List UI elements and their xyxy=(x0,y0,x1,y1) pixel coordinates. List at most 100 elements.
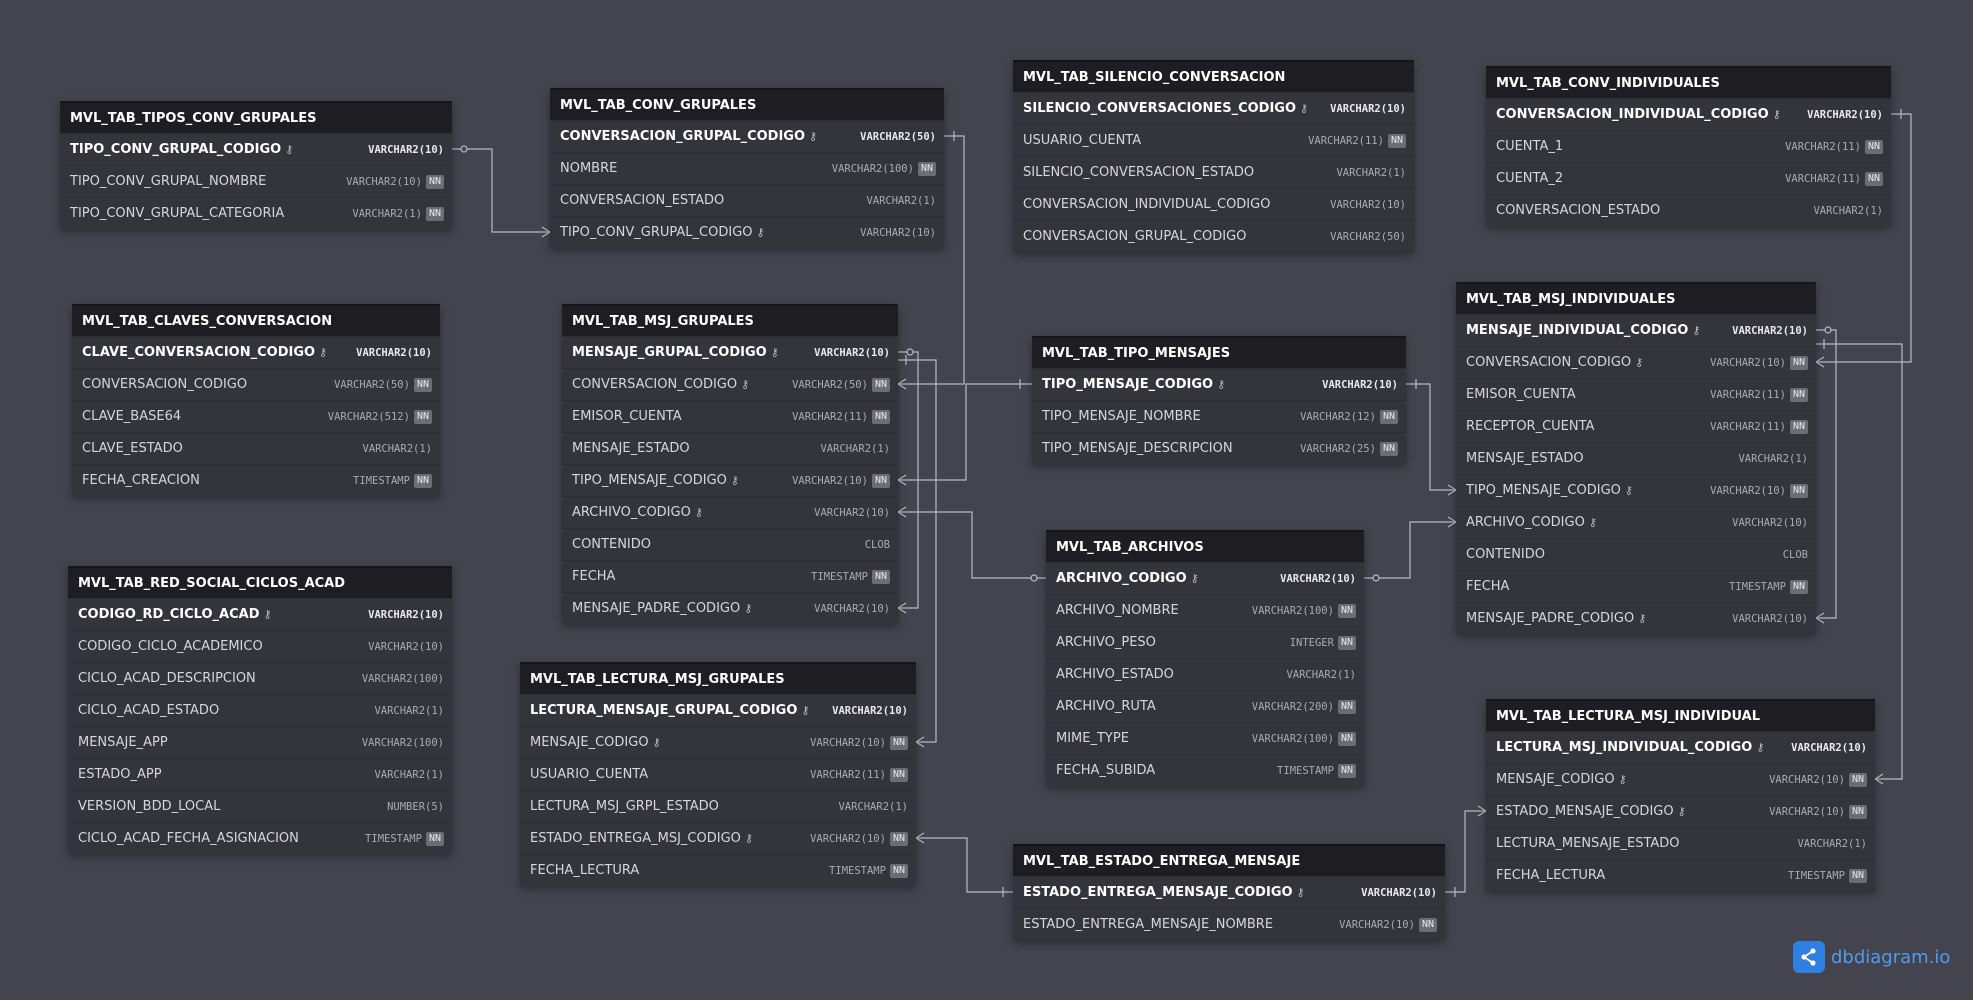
table-column-row[interactable]: ESTADO_ENTREGA_MENSAJE_CODIGO⚷VARCHAR2(1… xyxy=(1013,876,1445,908)
table-column-row[interactable]: LECTURA_MENSAJE_GRUPAL_CODIGO⚷VARCHAR2(1… xyxy=(520,694,916,726)
table-title[interactable]: MVL_TAB_LECTURA_MSJ_INDIVIDUAL xyxy=(1486,699,1875,731)
table-column-row[interactable]: SILENCIO_CONVERSACIONES_CODIGO⚷VARCHAR2(… xyxy=(1013,92,1414,124)
relation-line[interactable] xyxy=(1406,383,1456,491)
table-column-row[interactable]: ARCHIVO_CODIGO⚷VARCHAR2(10) xyxy=(562,496,898,528)
table-column-row[interactable]: CONVERSACION_INDIVIDUAL_CODIGO⚷VARCHAR2(… xyxy=(1486,98,1891,130)
table-column-row[interactable]: TIPO_CONV_GRUPAL_CODIGO⚷VARCHAR2(10) xyxy=(60,133,452,165)
table-title[interactable]: MVL_TAB_MSJ_GRUPALES xyxy=(562,304,898,336)
relation-line[interactable] xyxy=(1364,521,1456,579)
table-title[interactable]: MVL_TAB_CLAVES_CONVERSACION xyxy=(72,304,440,336)
table-column-row[interactable]: MENSAJE_GRUPAL_CODIGO⚷VARCHAR2(10) xyxy=(562,336,898,368)
table-title[interactable]: MVL_TAB_ESTADO_ENTREGA_MENSAJE xyxy=(1013,844,1445,876)
table-column-row[interactable]: ESTADO_MENSAJE_CODIGO⚷VARCHAR2(10)NN xyxy=(1486,795,1875,827)
table-column-row[interactable]: MENSAJE_INDIVIDUAL_CODIGO⚷VARCHAR2(10) xyxy=(1456,314,1816,346)
table-column-row[interactable]: MENSAJE_PADRE_CODIGO⚷VARCHAR2(10) xyxy=(562,592,898,624)
table-title[interactable]: MVL_TAB_TIPOS_CONV_GRUPALES xyxy=(60,101,452,133)
relation-line[interactable] xyxy=(452,148,550,233)
table-column-row[interactable]: MENSAJE_PADRE_CODIGO⚷VARCHAR2(10) xyxy=(1456,602,1816,634)
brand[interactable]: dbdiagram.io xyxy=(1793,941,1950,973)
table-column-row[interactable]: CONVERSACION_GRUPAL_CODIGO⚷VARCHAR2(50) xyxy=(550,120,944,152)
table-column-row[interactable]: TIPO_MENSAJE_CODIGO⚷VARCHAR2(10)NN xyxy=(1456,474,1816,506)
table-title[interactable]: MVL_TAB_RED_SOCIAL_CICLOS_ACAD xyxy=(68,566,452,598)
table-column-row[interactable]: TIPO_MENSAJE_CODIGO⚷VARCHAR2(10) xyxy=(1032,368,1406,400)
relation-line[interactable] xyxy=(916,837,1013,893)
table-column-row[interactable]: ARCHIVO_CODIGO⚷VARCHAR2(10) xyxy=(1456,506,1816,538)
table-column-row[interactable]: TIPO_CONV_GRUPAL_CODIGO⚷VARCHAR2(10) xyxy=(550,216,944,248)
relation-line[interactable] xyxy=(898,511,1046,579)
relation-line[interactable] xyxy=(1445,810,1486,893)
table-column-row[interactable]: CLAVE_CONVERSACION_CODIGO⚷VARCHAR2(10) xyxy=(72,336,440,368)
table-title[interactable]: MVL_TAB_CONV_GRUPALES xyxy=(550,88,944,120)
table-column-row[interactable]: ARCHIVO_CODIGO⚷VARCHAR2(10) xyxy=(1046,562,1364,594)
table-column-row[interactable]: TIPO_MENSAJE_CODIGO⚷VARCHAR2(10)NN xyxy=(562,464,898,496)
table-column-row[interactable]: MENSAJE_CODIGO⚷VARCHAR2(10)NN xyxy=(1486,763,1875,795)
table-column-row[interactable]: ESTADO_ENTREGA_MSJ_CODIGO⚷VARCHAR2(10)NN xyxy=(520,822,916,854)
table-title[interactable]: MVL_TAB_ARCHIVOS xyxy=(1046,530,1364,562)
table-title[interactable]: MVL_TAB_SILENCIO_CONVERSACION xyxy=(1013,60,1414,92)
relation-line[interactable] xyxy=(898,383,1032,481)
table-title[interactable]: MVL_TAB_MSJ_INDIVIDUALES xyxy=(1456,282,1816,314)
relation-line[interactable] xyxy=(1816,329,1837,619)
table-column-row[interactable]: MENSAJE_CODIGO⚷VARCHAR2(10)NN xyxy=(520,726,916,758)
relation-line[interactable] xyxy=(898,351,919,609)
table-title[interactable]: MVL_TAB_TIPO_MENSAJES xyxy=(1032,336,1406,368)
table-title[interactable]: MVL_TAB_LECTURA_MSJ_GRUPALES xyxy=(520,662,916,694)
table-title[interactable]: MVL_TAB_CONV_INDIVIDUALES xyxy=(1486,66,1891,98)
table-column-row[interactable]: CONVERSACION_CODIGO⚷VARCHAR2(50)NN xyxy=(562,368,898,400)
